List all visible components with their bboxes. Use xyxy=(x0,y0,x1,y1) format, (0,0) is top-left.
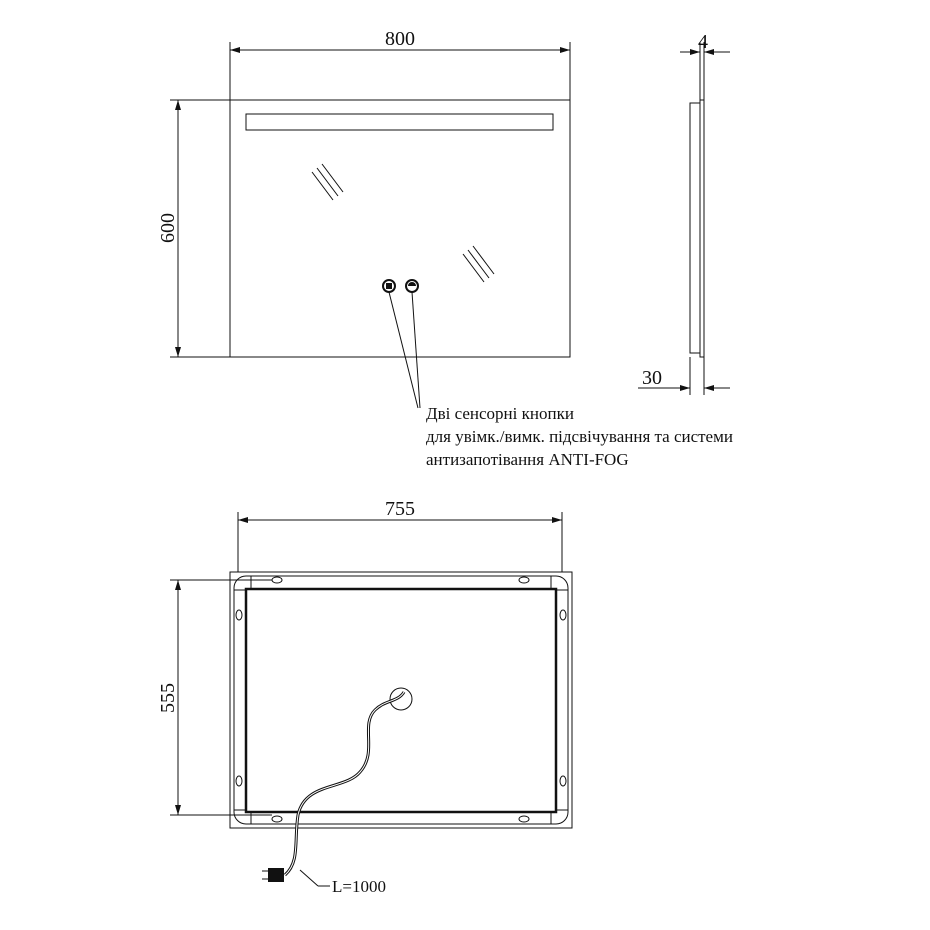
cable-outlet xyxy=(389,687,413,711)
plug-icon xyxy=(262,868,284,882)
back-frame xyxy=(233,575,569,825)
note-line-1: Дві сенсорні кнопки xyxy=(426,404,574,423)
note-line-2: для увімк./вимк. підсвічування та систем… xyxy=(426,427,733,446)
anti-fog-touch-button-icon xyxy=(405,279,419,293)
side-view: 4 30 xyxy=(638,31,730,395)
leader-line xyxy=(388,291,419,409)
side-thickness-top-label: 4 xyxy=(698,31,708,53)
power-cable xyxy=(283,691,406,877)
cable-length-label: L=1000 xyxy=(332,877,386,896)
led-strip xyxy=(245,113,554,131)
mounting-hook-icon xyxy=(235,576,567,823)
mirror-back-panel xyxy=(244,587,558,814)
front-view: 800 600 xyxy=(157,28,571,409)
cable-leader-line xyxy=(299,869,319,887)
note-line-3: антизапотівання ANTI-FOG xyxy=(426,450,629,469)
back-height-label: 555 xyxy=(157,683,179,713)
side-thickness-bottom-label: 30 xyxy=(642,367,662,389)
mirror-front-outline xyxy=(229,99,571,358)
side-profile xyxy=(689,102,701,354)
back-width-label: 755 xyxy=(385,498,415,520)
touch-buttons-note: Дві сенсорні кнопки для увімк./вимк. під… xyxy=(426,404,733,469)
light-touch-button-icon xyxy=(382,279,396,293)
back-outer-outline xyxy=(229,571,573,829)
back-view: L=1000 755 555 xyxy=(157,498,573,896)
leader-line xyxy=(411,291,421,409)
glass-reflection-mark xyxy=(311,163,495,283)
front-height-label: 600 xyxy=(157,213,179,243)
front-width-label: 800 xyxy=(385,28,415,50)
